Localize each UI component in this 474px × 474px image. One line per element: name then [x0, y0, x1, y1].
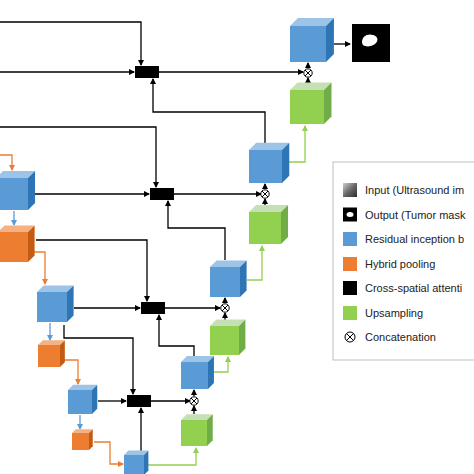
attention-block	[141, 302, 165, 314]
skip-wire	[0, 22, 141, 65]
residual-inception-block	[181, 356, 214, 389]
residual-inception-block	[68, 385, 97, 414]
legend-label: Output (Tumor mask	[365, 208, 465, 222]
hybrid-pooling-block	[72, 429, 93, 450]
legend-frame	[333, 162, 474, 360]
legend-swatch	[343, 281, 357, 295]
upsampling-arrow	[247, 246, 262, 280]
concat-wire	[264, 184, 265, 189]
concat-wire	[224, 313, 225, 320]
gating-wire	[159, 315, 194, 356]
skip-wire	[98, 400, 126, 401]
pooling-arrow	[33, 252, 45, 284]
concatenation-symbol	[221, 304, 229, 312]
attention-wire	[165, 307, 220, 308]
legend-label: Upsampling	[365, 306, 423, 320]
upsampling-arrow	[214, 357, 228, 372]
pooling-arrow	[0, 155, 12, 170]
upsampling-block	[290, 83, 331, 124]
legend-label: Input (Ultrasound im	[365, 183, 464, 197]
skip-wire	[34, 193, 149, 194]
upsampling-arrow	[148, 448, 196, 465]
skip-wire	[64, 325, 133, 394]
concat-wire	[224, 298, 225, 303]
upsampling-arrow	[289, 126, 305, 162]
skip-wire	[0, 71, 134, 72]
concat-wire	[193, 390, 194, 396]
residual-inception-block	[0, 171, 35, 210]
concatenation-symbol	[190, 397, 198, 405]
legend-output-sample	[343, 208, 357, 222]
block-arrow	[79, 415, 80, 429]
legend-label: Concatenation	[365, 330, 436, 344]
block-arrow	[13, 211, 14, 225]
legend-label: Hybrid pooling	[365, 257, 435, 271]
upsampling-block	[210, 320, 245, 355]
upsampling-block	[249, 205, 288, 244]
hybrid-pooling-block	[0, 225, 35, 262]
concat-wire	[307, 78, 308, 83]
gating-wire	[140, 408, 141, 451]
residual-inception-block	[249, 143, 289, 183]
legend-swatch	[343, 257, 357, 271]
attention-wire	[151, 400, 190, 401]
legend-label: Residual inception b	[365, 232, 464, 246]
pooling-arrow	[64, 360, 78, 384]
attention-wire	[174, 193, 261, 194]
legend-swatch	[343, 306, 357, 320]
hybrid-pooling-block	[38, 340, 65, 367]
residual-inception-block	[124, 451, 148, 474]
concatenation-symbol	[261, 190, 269, 198]
legend-input-sample	[343, 183, 357, 197]
legend-swatch	[343, 232, 357, 246]
concat-wire	[264, 199, 265, 205]
output-mask	[352, 24, 390, 62]
gating-wire	[153, 79, 265, 143]
legend-concat-sample	[345, 332, 355, 342]
attention-block	[127, 395, 151, 407]
attention-block	[150, 188, 174, 200]
skip-wire	[74, 307, 140, 308]
concatenation-symbol	[304, 69, 312, 77]
upsampling-block	[181, 414, 213, 446]
legend-label: Cross-spatial attenti	[365, 281, 462, 295]
concat-wire	[193, 406, 194, 414]
residual-inception-block	[37, 285, 74, 322]
block-arrow	[49, 323, 50, 340]
output-wire	[334, 43, 350, 44]
attention-wire	[159, 71, 303, 72]
concat-wire	[307, 63, 308, 68]
gating-wire	[168, 201, 225, 260]
residual-inception-block	[290, 18, 334, 62]
residual-inception-block	[210, 260, 247, 297]
attention-block	[135, 66, 159, 78]
pooling-arrow	[94, 442, 123, 464]
